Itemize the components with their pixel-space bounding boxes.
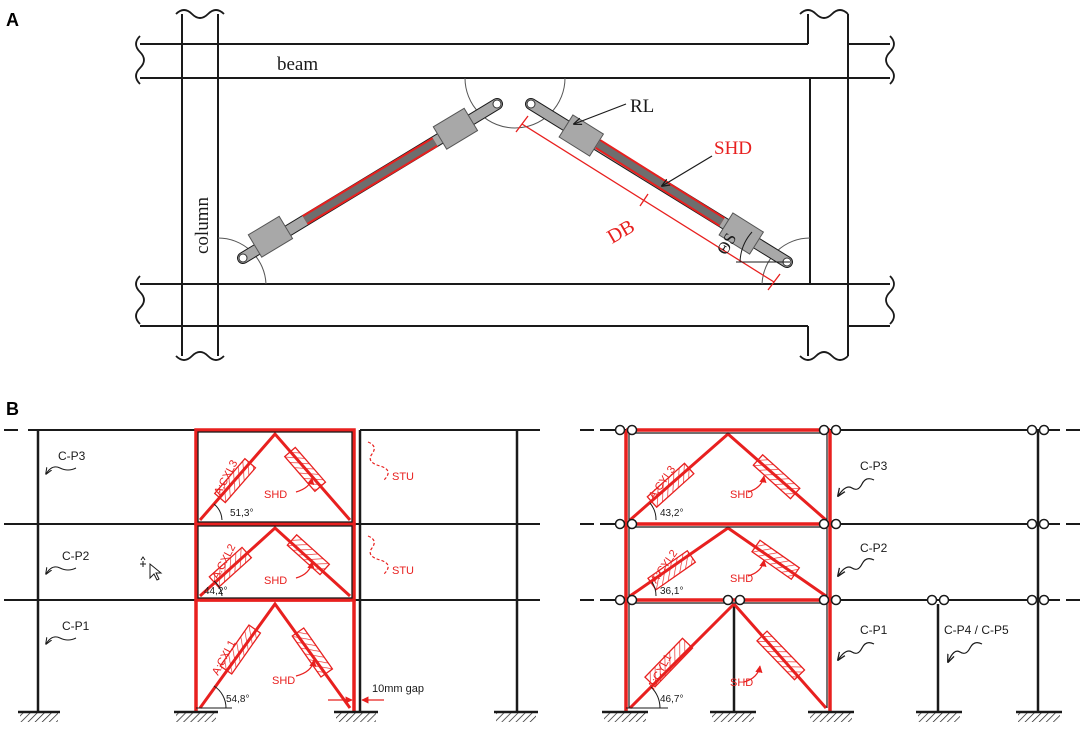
move-cursor-icon bbox=[140, 556, 163, 581]
right-brace bbox=[525, 98, 793, 268]
rl-leader bbox=[574, 103, 627, 124]
right-columns bbox=[732, 430, 1040, 712]
right-supports bbox=[602, 710, 1062, 722]
left-cp1-label: C-P1 bbox=[62, 619, 90, 633]
left-columns bbox=[36, 430, 519, 712]
right-shd2-label: SHD bbox=[730, 573, 753, 585]
shd-leader bbox=[662, 155, 713, 186]
left-cp3-label: C-P3 bbox=[58, 449, 86, 463]
right-cp1-label: C-P1 bbox=[860, 623, 888, 637]
right-cp45-label: C-P4 / C-P5 bbox=[944, 623, 1009, 637]
column-label: column bbox=[192, 197, 213, 254]
left-cp-squiggles bbox=[46, 466, 77, 644]
beam-label: beam bbox=[277, 54, 318, 75]
right-ang3-label: 43,2° bbox=[660, 508, 683, 519]
frame-outline bbox=[140, 14, 890, 356]
left-shd-arrows bbox=[295, 477, 317, 677]
right-cp2-label: C-P2 bbox=[860, 541, 888, 555]
break-symbols bbox=[135, 9, 895, 361]
right-pins bbox=[614, 424, 1050, 606]
right-shd3-label: SHD bbox=[730, 489, 753, 501]
right-dampers bbox=[644, 453, 806, 688]
stu-top-label: STU bbox=[392, 471, 414, 483]
right-ang1-label: 46,7° bbox=[660, 694, 683, 705]
gap-label: 10mm gap bbox=[372, 683, 424, 695]
panel-b-right: C-P3 C-P2 C-P1 C-P4 / C-P5 A:CYL3 A:CYL2… bbox=[580, 424, 1080, 722]
right-cp3-label: C-P3 bbox=[860, 459, 888, 473]
right-shd1-label: SHD bbox=[730, 677, 753, 689]
panel-b-left: C-P3 C-P2 C-P1 A:CXL3 A:CXL2 A:CXL1 SHD … bbox=[4, 428, 540, 722]
right-ang2-label: 36,1° bbox=[660, 586, 683, 597]
panel-a: A bbox=[6, 9, 895, 361]
left-ang3-label: 51,3° bbox=[230, 508, 253, 519]
left-cp2-label: C-P2 bbox=[62, 549, 90, 563]
panel-b-label: B bbox=[6, 399, 19, 419]
left-braced-bay bbox=[194, 428, 356, 712]
left-shd3-label: SHD bbox=[264, 489, 287, 501]
left-supports bbox=[18, 710, 538, 722]
left-shd2-label: SHD bbox=[264, 575, 287, 587]
left-angle-arcs bbox=[196, 503, 232, 709]
right-shd-arrows bbox=[743, 475, 767, 683]
theta-arc bbox=[739, 231, 753, 263]
rl-label: RL bbox=[630, 96, 654, 117]
db-label: DB bbox=[604, 215, 639, 248]
left-ang1-label: 54,8° bbox=[226, 694, 249, 705]
left-brace bbox=[237, 98, 503, 264]
stu-squiggles bbox=[367, 441, 389, 575]
stu-mid-label: STU bbox=[392, 565, 414, 577]
panel-a-label: A bbox=[6, 10, 19, 30]
left-dampers bbox=[208, 446, 334, 678]
right-cp-squiggles bbox=[838, 478, 983, 662]
db-dimension bbox=[515, 115, 781, 291]
shd-label-a: SHD bbox=[714, 138, 752, 159]
left-shd1-label: SHD bbox=[272, 675, 295, 687]
left-ang2-label: 44,2° bbox=[204, 586, 227, 597]
right-angle-arcs bbox=[626, 502, 668, 709]
